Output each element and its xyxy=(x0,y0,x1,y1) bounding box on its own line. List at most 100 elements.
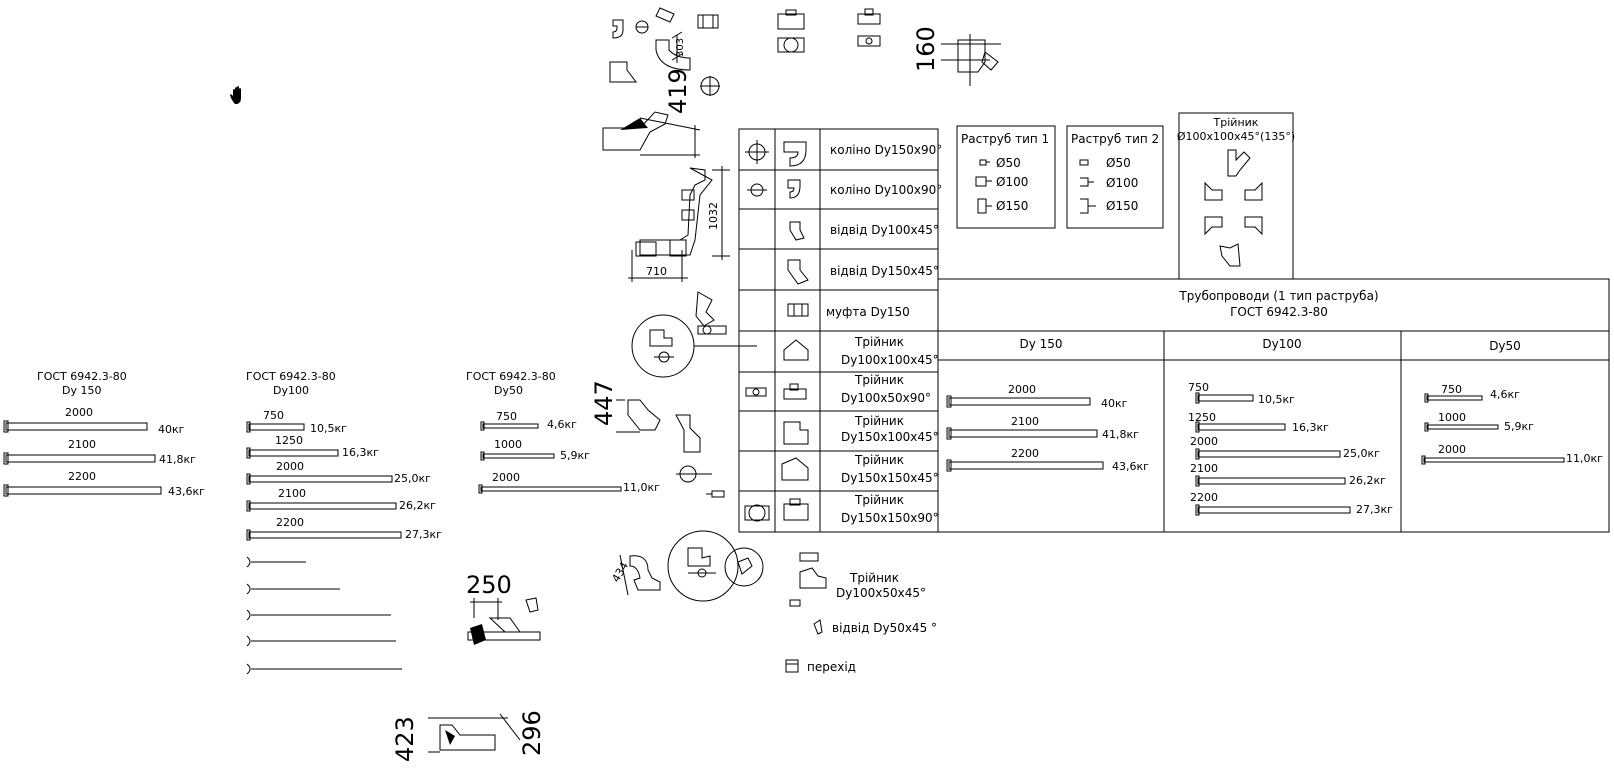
pipe-shape xyxy=(248,531,402,539)
pipe-weight: 4,6кг xyxy=(1490,388,1520,401)
pipes-table-subtitle: ГОСТ 6942.3-80 xyxy=(1230,305,1328,319)
pipe-length: 750 xyxy=(496,410,517,423)
fitting-label: Трійник xyxy=(854,493,904,507)
pipe-length: 1000 xyxy=(494,438,522,451)
pipe-shape xyxy=(5,486,162,495)
pipe-weight: 10,5кг xyxy=(1258,393,1295,406)
pipe-shape xyxy=(5,422,148,431)
fitting-label: Dy150x150x90° xyxy=(841,511,939,525)
fitting-label: Трійник xyxy=(854,453,904,467)
pipe-length: 2000 xyxy=(1190,435,1218,448)
dn-label: Dy 150 xyxy=(62,384,101,397)
pipe-shape xyxy=(1197,450,1341,458)
fitting-label: відвід Dy150x45° xyxy=(830,264,939,278)
fitting-label: муфта Dy150 xyxy=(826,305,910,319)
pipe-weight: 26,2кг xyxy=(399,499,436,512)
fitting-label: Трійник xyxy=(854,373,904,387)
pipe-weight: 41,8кг xyxy=(159,453,196,466)
pipe-length: 2000 xyxy=(65,406,93,419)
fitting-label: Dy150x100x45° xyxy=(841,430,939,444)
pipe-length: 2000 xyxy=(276,460,304,473)
fitting-label: відвід Dy100x45° xyxy=(830,223,939,237)
pipe-length: 2000 xyxy=(492,471,520,484)
column-header: Dy 150 xyxy=(1019,337,1062,351)
pipe-shape xyxy=(248,475,393,483)
fitting-label: Трійник xyxy=(854,414,904,428)
pipe-shape xyxy=(1197,477,1346,485)
pipe-weight: 27,3кг xyxy=(405,528,442,541)
socket-type-title: Раструб тип 1 xyxy=(961,132,1049,146)
column-header: Dy50 xyxy=(1489,339,1521,353)
pipe-weight: 16,3кг xyxy=(1292,421,1329,434)
fitting-label: Dy100x100x45° xyxy=(841,353,939,367)
dimension-423: 423 xyxy=(391,716,419,762)
gost-label: ГОСТ 6942.3-80 xyxy=(37,370,127,383)
socket-size: Ø50 xyxy=(1106,156,1131,170)
pipe-weight: 11,0кг xyxy=(1566,452,1603,465)
socket-type-1-box: Раструб тип 1 Ø50 Ø100 Ø150 xyxy=(956,125,1056,229)
pipe-length: 2100 xyxy=(68,438,96,451)
pipe-length: 750 xyxy=(1188,381,1209,394)
pipe-weight: 40кг xyxy=(1101,397,1128,410)
pipe-length: 1250 xyxy=(275,434,303,447)
pipe-shape xyxy=(248,423,305,431)
pipe-weight: 43,6кг xyxy=(168,485,205,498)
fitting-sketches-top: 303 160 419 1032 710 xyxy=(602,7,1001,282)
pipe-weight: 5,9кг xyxy=(1504,420,1534,433)
pipe-shape xyxy=(5,454,156,463)
dimension-419: 419 xyxy=(664,68,692,114)
pipe-length: 1250 xyxy=(1188,411,1216,424)
pipe-length: 2000 xyxy=(1008,383,1036,396)
pipe-shape xyxy=(482,423,539,429)
pipe-shape xyxy=(482,453,555,459)
dimension-160: 160 xyxy=(912,26,940,72)
dimension-303: 303 xyxy=(675,38,686,57)
transition-label: перехід xyxy=(807,660,856,674)
hand-pan-icon[interactable] xyxy=(230,86,241,104)
gost-group-dy100: ГОСТ 6942.3-80 Dy100 750 10,5кг 1250 16,… xyxy=(246,370,442,675)
pipe-length: 2100 xyxy=(1190,462,1218,475)
pipe-shape xyxy=(1426,395,1483,401)
pipe-weight: 26,2кг xyxy=(1349,474,1386,487)
pipe-weight: 43,6кг xyxy=(1112,460,1149,473)
pipe-length: 2100 xyxy=(1011,415,1039,428)
dn-label: Dy50 xyxy=(494,384,523,397)
pipes-table-title: Трубопроводи (1 тип раструба) xyxy=(1178,289,1378,303)
column-header: Dy100 xyxy=(1262,337,1301,351)
pipe-weight: 25,0кг xyxy=(394,472,431,485)
pipe-shape xyxy=(248,449,339,457)
pipe-shape xyxy=(248,502,397,510)
pipe-length: 1000 xyxy=(1438,411,1466,424)
dimension-447: 447 xyxy=(590,380,618,426)
socket-size: Ø100 xyxy=(1106,176,1138,190)
gost-group-dy50: ГОСТ 6942.3-80 Dy50 750 4,6кг 1000 5,9кг… xyxy=(466,370,660,494)
pipe-weight: 40кг xyxy=(158,423,185,436)
pipe-weight: 10,5кг xyxy=(310,422,347,435)
fitting-label: коліно Dy100x90° xyxy=(830,183,942,197)
tee-box-title: Трійник xyxy=(1213,116,1259,129)
socket-size: Ø150 xyxy=(996,199,1028,213)
pipe-weight: 41,8кг xyxy=(1102,428,1139,441)
pipe-weight: 16,3кг xyxy=(342,446,379,459)
pipe-length: 2100 xyxy=(278,487,306,500)
fitting-sketches-middle: 447 434 250 423 296 xyxy=(391,291,764,762)
socket-size: Ø50 xyxy=(996,156,1021,170)
pipes-table: Трубопроводи (1 тип раструба) ГОСТ 6942.… xyxy=(937,278,1610,533)
pipe-weight: 27,3кг xyxy=(1356,503,1393,516)
pipe-weight: 25,0кг xyxy=(1343,447,1380,460)
socket-size: Ø150 xyxy=(1106,199,1138,213)
dimension-434: 434 xyxy=(609,560,631,585)
elbow-50x45-label: відвід Dy50x45 ° xyxy=(832,621,937,635)
tee-100x50x45-size: Dy100x50x45° xyxy=(836,586,926,600)
pipe-length: 2200 xyxy=(68,470,96,483)
tee-100x50x45-label: Трійник xyxy=(849,571,899,585)
pipe-shape xyxy=(948,461,1104,470)
pipe-length: 2000 xyxy=(1438,443,1466,456)
socket-size: Ø100 xyxy=(996,175,1028,189)
dimension-710: 710 xyxy=(646,265,667,278)
pipe-shape xyxy=(948,397,1091,406)
dimension-296: 296 xyxy=(518,710,546,756)
pipe-length: 750 xyxy=(263,409,284,422)
gost-label: ГОСТ 6942.3-80 xyxy=(246,370,336,383)
